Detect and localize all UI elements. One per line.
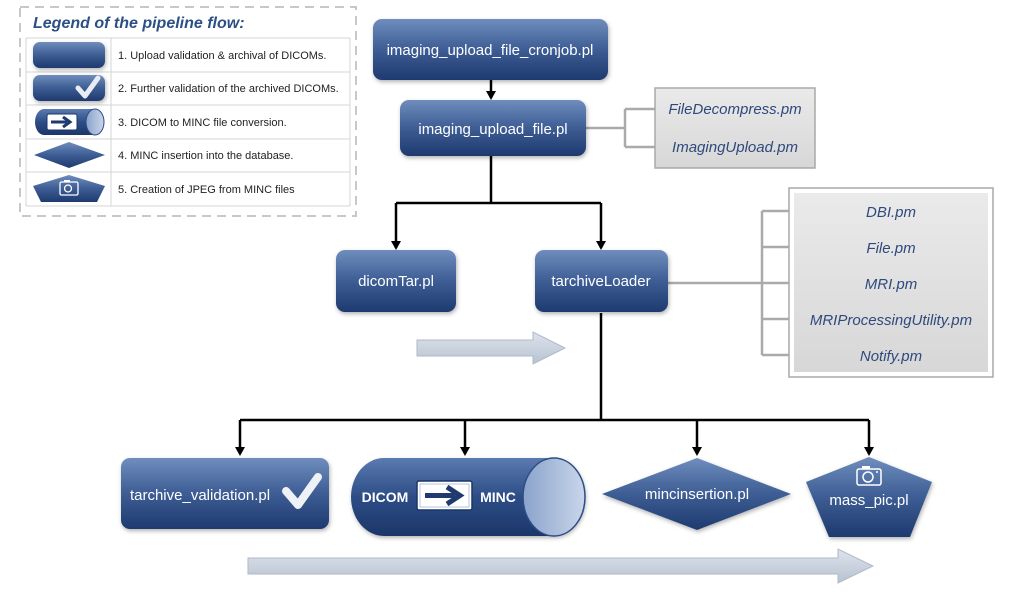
node-loader-label: tarchiveLoader: [551, 273, 650, 290]
node-cronjob-label: imaging_upload_file_cronjob.pl: [387, 42, 594, 59]
module-mriprocessingutility: MRIProcessingUtility.pm: [810, 312, 972, 329]
node-upload-label: imaging_upload_file.pl: [418, 121, 567, 138]
node-insertion: mincinsertion.pl: [602, 458, 791, 530]
module-dbi: DBI.pm: [866, 204, 916, 221]
flow-arrow-small-icon: [416, 331, 567, 365]
module-filedecompress: FileDecompress.pm: [668, 101, 801, 118]
camera-icon: [59, 180, 79, 196]
arrow-box-icon: [416, 480, 473, 511]
node-masspic: mass_pic.pl: [806, 457, 932, 537]
module-notify: Notify.pm: [860, 348, 922, 365]
node-conversion: DICOM MINC: [351, 457, 586, 537]
upload-modules: FileDecompress.pm ImagingUpload.pm: [654, 87, 816, 169]
checkmark-icon: [282, 473, 322, 509]
legend-cylinder-icon: [35, 108, 105, 136]
module-file: File.pm: [866, 240, 915, 257]
conversion-right-label: MINC: [480, 489, 516, 505]
legend: Legend of the pipeline flow:: [19, 6, 357, 217]
legend-item-1: 1. Upload validation & archival of DICOM…: [118, 50, 326, 62]
flow-arrow-large-icon: [247, 548, 875, 584]
legend-pentagon-icon: [33, 175, 105, 202]
legend-item-5: 5. Creation of JPEG from MINC files: [118, 184, 295, 196]
connectors: [235, 80, 874, 456]
camera-icon: [856, 466, 882, 486]
node-upload: imaging_upload_file.pl: [400, 100, 586, 156]
legend-check-box-icon: [33, 75, 105, 101]
legend-item-3: 3. DICOM to MINC file conversion.: [118, 117, 287, 129]
legend-item-4: 4. MINC insertion into the database.: [118, 150, 293, 162]
legend-title: Legend of the pipeline flow:: [33, 15, 245, 32]
module-brackets: [586, 107, 790, 357]
node-loader: tarchiveLoader: [535, 250, 668, 312]
module-mri: MRI.pm: [865, 276, 918, 293]
legend-rounded-box-icon: [33, 42, 105, 68]
node-dicomtar-label: dicomTar.pl: [358, 273, 434, 290]
conversion-left-label: DICOM: [362, 489, 409, 505]
node-dicomtar: dicomTar.pl: [336, 250, 456, 312]
module-imagingupload: ImagingUpload.pm: [672, 139, 798, 156]
legend-diamond-icon: [34, 142, 105, 168]
loader-modules: DBI.pm File.pm MRI.pm MRIProcessingUtili…: [788, 187, 994, 378]
node-masspic-label: mass_pic.pl: [829, 492, 908, 509]
legend-grid: [25, 37, 351, 207]
legend-item-2: 2. Further validation of the archived DI…: [118, 83, 339, 95]
node-validation: tarchive_validation.pl: [121, 458, 329, 529]
node-insertion-label: mincinsertion.pl: [645, 486, 749, 503]
node-validation-label: tarchive_validation.pl: [130, 487, 270, 504]
node-cronjob: imaging_upload_file_cronjob.pl: [373, 19, 608, 80]
